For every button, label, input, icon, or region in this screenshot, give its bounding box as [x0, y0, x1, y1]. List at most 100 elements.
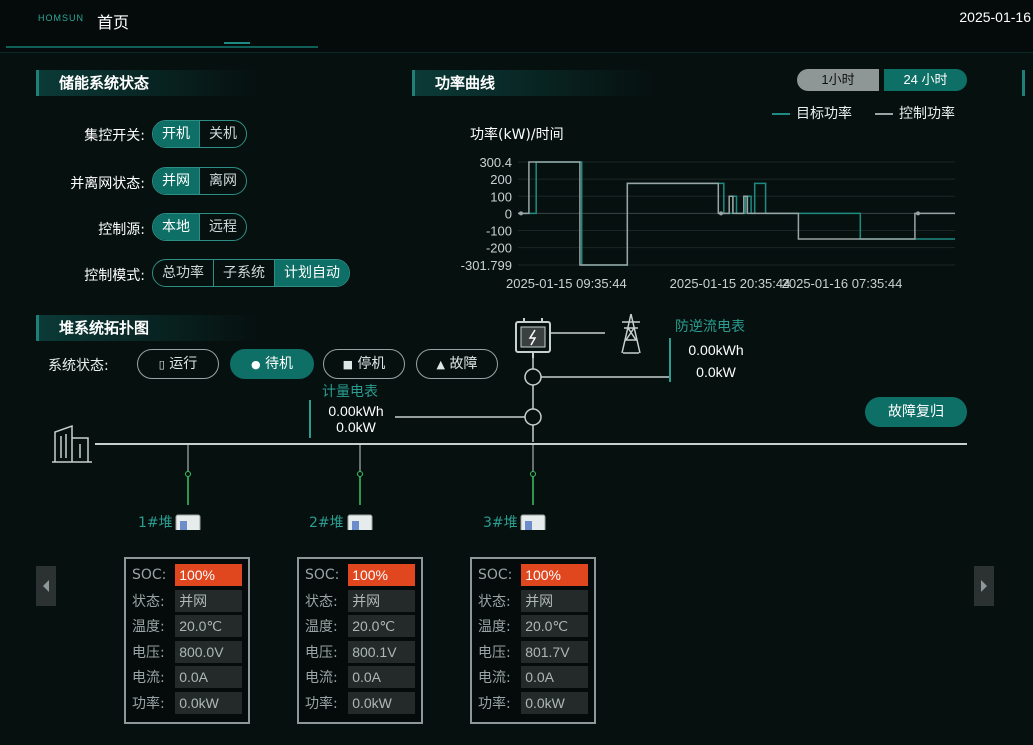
stack-3-name: 3#堆: [483, 515, 518, 531]
stack-field-label: 状态:: [478, 593, 511, 610]
x-tick-label: 2025-01-16 07:35:44: [782, 276, 903, 291]
anti-backflow-label: 防逆流电表: [675, 319, 745, 335]
brand-logo: HOMSUN: [38, 13, 84, 23]
grid-status-label: 并离网状态:: [70, 176, 145, 192]
status-running-pill[interactable]: ▯ 运行: [137, 349, 219, 379]
switch-label: 集控开关:: [84, 128, 145, 144]
stack-field-row: 电流:0.0A: [132, 666, 242, 688]
meter-breaker: [524, 408, 542, 426]
stack-field-value: 并网: [175, 589, 242, 612]
y-tick-label: 300.4: [479, 155, 512, 170]
local-option[interactable]: 本地: [153, 214, 199, 240]
dot-icon: ●: [250, 358, 261, 371]
home-link[interactable]: 首页: [97, 13, 130, 32]
power-off-option[interactable]: 关机: [199, 121, 246, 147]
stack-field-row: SOC: 100%: [305, 564, 415, 586]
stack-field-row: 电流:0.0A: [478, 666, 588, 688]
control-source-label: 控制源:: [98, 222, 145, 238]
stack-field-label: SOC:: [305, 567, 340, 583]
chart-title: 功率(kW)/时间: [470, 127, 564, 143]
meter-power: 0.0kW: [336, 419, 376, 435]
stack-field-label: 温度:: [132, 619, 165, 635]
control-mode-label: 控制模式:: [84, 268, 145, 284]
legend-control-swatch: [875, 113, 893, 115]
stack-field-value: 0.0A: [348, 666, 415, 688]
chevron-right-icon: [981, 580, 987, 592]
status-stopped-pill[interactable]: ■ 停机: [323, 349, 405, 379]
stack-field-row: 电流:0.0A: [305, 666, 415, 688]
chevron-left-icon: [43, 580, 49, 592]
header-accent-line: [224, 42, 250, 44]
y-tick-label: 200: [490, 172, 512, 187]
topology-diagram: [52, 313, 967, 530]
anti-backflow-power: 0.0kW: [696, 364, 736, 380]
stack-field-row: 电压:800.0V: [132, 640, 242, 663]
stack-field-label: SOC:: [478, 567, 513, 583]
stack-field-label: 功率:: [305, 695, 338, 712]
y-tick-label: -200: [486, 241, 512, 256]
y-tick-label: -301.799: [461, 258, 512, 273]
header-underline: [6, 46, 318, 48]
total-power-option[interactable]: 总功率: [162, 265, 204, 281]
soc-value: 100%: [175, 564, 242, 586]
soc-value: 100%: [348, 564, 415, 586]
plan-auto-option[interactable]: 计划自动: [274, 260, 349, 286]
stack-field-value: 800.1V: [348, 640, 415, 663]
stack-field-value: 并网: [348, 589, 415, 612]
next-page-button[interactable]: [974, 566, 994, 606]
status-fault-pill[interactable]: ▲ 故障: [416, 349, 498, 379]
legend-target-swatch: [772, 113, 790, 115]
x-tick-label: 2025-01-15 20:35:44: [670, 276, 791, 291]
stack-2-name: 2#堆: [309, 515, 344, 531]
stack-field-value: 20.0℃: [521, 615, 588, 637]
legend-target: 目标功率: [772, 103, 852, 123]
series-line-0: [518, 161, 955, 266]
stack-field-value: 0.0kW: [348, 691, 415, 714]
stack-field-label: SOC:: [132, 567, 167, 583]
header-bar: [0, 0, 1033, 53]
stack-field-row: 温度:20.0℃: [305, 615, 415, 637]
warning-icon: ▲: [436, 358, 445, 371]
stack-field-label: 电压:: [305, 644, 338, 661]
topology-title: 堆系统拓扑图: [36, 315, 259, 341]
stack-field-value: 并网: [521, 589, 588, 612]
stack-field-label: 电压:: [132, 644, 165, 661]
grid-mode-toggle: 并网 离网: [152, 167, 247, 195]
prev-page-button[interactable]: [36, 566, 56, 606]
off-grid-option[interactable]: 离网: [199, 168, 246, 194]
stack-1-drop: [185, 444, 191, 505]
status-stopped-label: 停机: [357, 356, 386, 372]
inverter-icon: [515, 318, 551, 358]
remote-option[interactable]: 远程: [199, 214, 246, 240]
stack-field-row: 电压:801.7V: [478, 640, 588, 663]
legend-target-label: 目标功率: [796, 106, 852, 122]
stack-1-name: 1#堆: [138, 515, 173, 531]
subsystem-option[interactable]: 子系统: [213, 260, 274, 286]
time-24h-button[interactable]: 24 小时: [884, 69, 967, 91]
storage-status-title: 储能系统状态: [36, 70, 259, 96]
soc-value: 100%: [521, 564, 588, 586]
data-point: [519, 211, 523, 216]
anti-backflow-energy: 0.00kWh: [688, 342, 744, 358]
stack-field-row: 电压: 800.1V: [305, 640, 415, 663]
stack-field-row: 功率:0.0kW: [478, 691, 588, 714]
stack-field-label: 电流:: [132, 670, 165, 686]
on-grid-option[interactable]: 并网: [153, 168, 199, 194]
fault-reset-button[interactable]: 故障复归: [865, 397, 967, 427]
stack-field-label: 功率:: [478, 695, 511, 712]
stack-field-row: 状态: 并网: [478, 589, 588, 612]
status-standby-pill[interactable]: ● 待机: [230, 349, 314, 379]
meter-label: 计量电表: [322, 384, 378, 400]
current-date: 2025-01-16: [959, 9, 1031, 25]
stack-2-drop: [357, 444, 363, 505]
stack-field-label: 状态:: [305, 593, 338, 610]
power-on-option[interactable]: 开机: [153, 121, 199, 147]
battery-icon: ▯: [158, 358, 165, 371]
time-1h-button[interactable]: 1小时: [797, 69, 879, 91]
x-tick-label: 2025-01-15 09:35:44: [506, 276, 627, 291]
power-curve-title: 功率曲线: [412, 70, 655, 96]
stack-field-row: SOC: 100%: [478, 564, 588, 586]
data-point: [719, 211, 723, 216]
